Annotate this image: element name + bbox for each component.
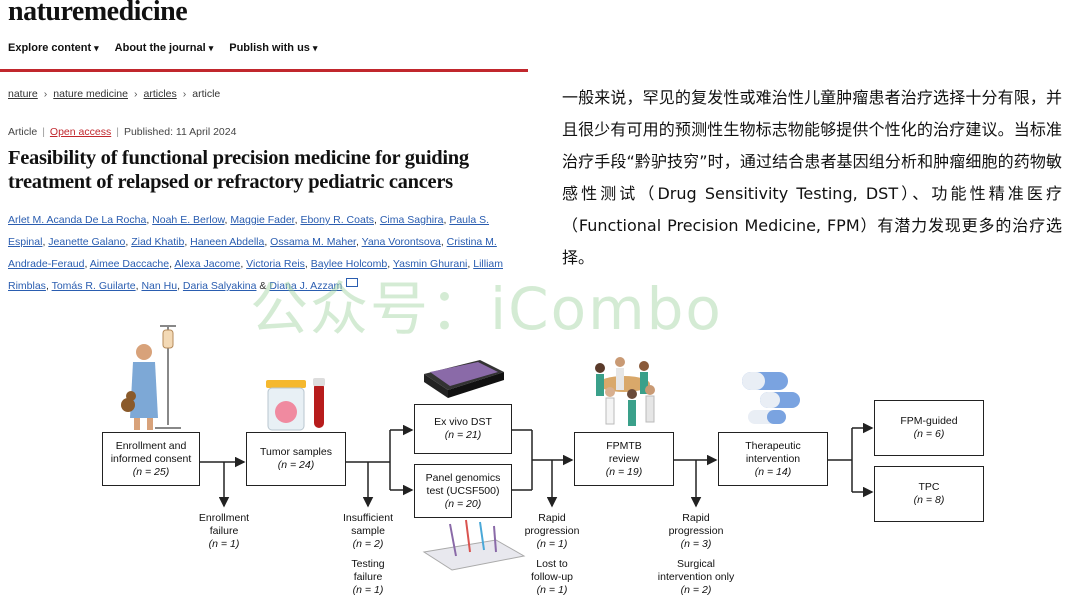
author-link[interactable]: Victoria Reis xyxy=(246,258,305,270)
author-separator: , xyxy=(224,214,231,226)
author-separator: , xyxy=(443,214,450,226)
author-link[interactable]: Ziad Khatib xyxy=(131,236,185,248)
nav-about-journal[interactable]: About the journal▾ xyxy=(114,42,214,54)
author-link[interactable]: Haneen Abdella xyxy=(190,236,265,248)
author-separator: , xyxy=(440,236,447,248)
author-link[interactable]: Maggie Fader xyxy=(230,214,295,226)
chevron-right-icon: › xyxy=(134,88,138,100)
breadcrumb-current: article xyxy=(192,88,221,100)
author-link[interactable]: Lilliam Rimblas xyxy=(8,258,503,292)
box-enrollment: Enrollment and informed consent (n = 25) xyxy=(102,432,200,486)
well-plate-illustration xyxy=(424,360,504,398)
author-separator: , xyxy=(355,236,362,248)
author-link[interactable]: Alexa Jacome xyxy=(174,258,241,270)
nav-explore-content[interactable]: Explore content▾ xyxy=(8,42,99,54)
author-separator: , xyxy=(467,258,474,270)
author-link[interactable]: Ossama M. Maher xyxy=(270,236,356,248)
article-meta: Article | Open access | Published: 11 Ap… xyxy=(8,126,236,138)
chevron-right-icon: › xyxy=(182,88,187,100)
corresponding-author-link[interactable]: Diana J. Azzam xyxy=(269,280,343,292)
box-ex-vivo-dst: Ex vivo DST (n = 21) xyxy=(414,404,512,454)
nav-publish-with-us[interactable]: Publish with us▾ xyxy=(229,42,318,54)
chevron-down-icon: ▾ xyxy=(312,43,318,53)
chevron-down-icon: ▾ xyxy=(208,43,214,53)
author-link[interactable]: Tomás R. Guilarte xyxy=(51,280,136,292)
author-link[interactable]: Yana Vorontsova xyxy=(361,236,441,248)
author-separator: , xyxy=(169,258,175,270)
article-type: Article xyxy=(8,126,38,138)
meta-divider: | xyxy=(42,126,45,138)
author-separator: , xyxy=(125,236,132,248)
published-date: Published: 11 April 2024 xyxy=(123,126,237,138)
author-link[interactable]: Baylee Holcomb xyxy=(310,258,388,270)
author-link[interactable]: Paula S. Espinal xyxy=(8,214,490,248)
email-icon[interactable] xyxy=(346,278,359,287)
review-team-illustration xyxy=(595,357,655,426)
box-tumor-samples: Tumor samples (n = 24) xyxy=(246,432,346,486)
author-separator: , xyxy=(240,258,247,270)
box-fpm-guided: FPM-guided (n = 6) xyxy=(874,400,984,456)
author-separator: , xyxy=(304,258,311,270)
author-link[interactable]: Aimee Daccache xyxy=(89,258,170,270)
breadcrumb: nature › nature medicine › articles › artic… xyxy=(8,88,220,100)
author-separator: , xyxy=(45,280,52,292)
pills-illustration xyxy=(742,372,800,424)
author-link[interactable]: Noah E. Berlow xyxy=(152,214,225,226)
meta-divider: | xyxy=(116,126,119,138)
author-separator: , xyxy=(135,280,142,292)
box-panel-genomics: Panel genomics test (UCSF500) (n = 20) xyxy=(414,464,512,518)
author-separator: , xyxy=(264,236,271,248)
chinese-summary: 一般来说，罕见的复发性或难治性儿童肿瘤患者治疗选择十分有限，并且很少有可用的预测… xyxy=(562,88,1062,267)
author-link[interactable]: Cristina M. Andrade-Feraud xyxy=(8,236,497,270)
author-separator: , xyxy=(294,214,301,226)
chevron-down-icon: ▾ xyxy=(94,43,99,53)
journal-logo[interactable]: naturemedicine xyxy=(8,0,188,27)
chevron-right-icon: › xyxy=(43,88,48,100)
box-tpc: TPC (n = 8) xyxy=(874,466,984,522)
author-separator: , xyxy=(387,258,393,270)
breadcrumb-nature-medicine[interactable]: nature medicine xyxy=(53,88,128,100)
breadcrumb-nature[interactable]: nature xyxy=(8,88,38,100)
author-separator: , xyxy=(146,214,153,226)
tumor-sample-illustration xyxy=(266,378,325,431)
author-separator: , xyxy=(184,236,191,248)
box-fpmtb-review: FPMTB review (n = 19) xyxy=(574,432,674,486)
author-separator: , xyxy=(374,214,380,226)
author-separator: , xyxy=(177,280,183,292)
author-ampersand: & xyxy=(259,280,267,292)
author-separator: , xyxy=(42,236,49,248)
breadcrumb-articles[interactable]: articles xyxy=(143,88,177,100)
author-link[interactable]: Arlet M. Acanda De La Rocha xyxy=(8,214,147,226)
sequencing-chip-illustration xyxy=(422,519,526,571)
article-title: Feasibility of functional precision medi… xyxy=(8,147,469,193)
author-separator: , xyxy=(84,258,90,270)
header-divider xyxy=(0,69,528,72)
watermark: 公众号：iCombo xyxy=(250,275,723,343)
author-list: Arlet M. Acanda De La Rocha, Noah E. Ber… xyxy=(8,209,528,297)
author-link[interactable]: Yasmin Ghurani xyxy=(392,258,468,270)
open-access-link[interactable]: Open access xyxy=(49,126,112,138)
author-link[interactable]: Cima Saghira xyxy=(379,214,444,226)
box-therapeutic-intervention: Therapeutic intervention (n = 14) xyxy=(718,432,828,486)
main-nav: Explore content▾ About the journal▾ Publ… xyxy=(8,42,317,54)
patient-illustration xyxy=(121,325,181,430)
author-link[interactable]: Jeanette Galano xyxy=(48,236,126,248)
author-link[interactable]: Nan Hu xyxy=(141,280,178,292)
author-link[interactable]: Ebony R. Coats xyxy=(300,214,374,226)
author-link[interactable]: Daria Salyakina xyxy=(182,280,257,292)
